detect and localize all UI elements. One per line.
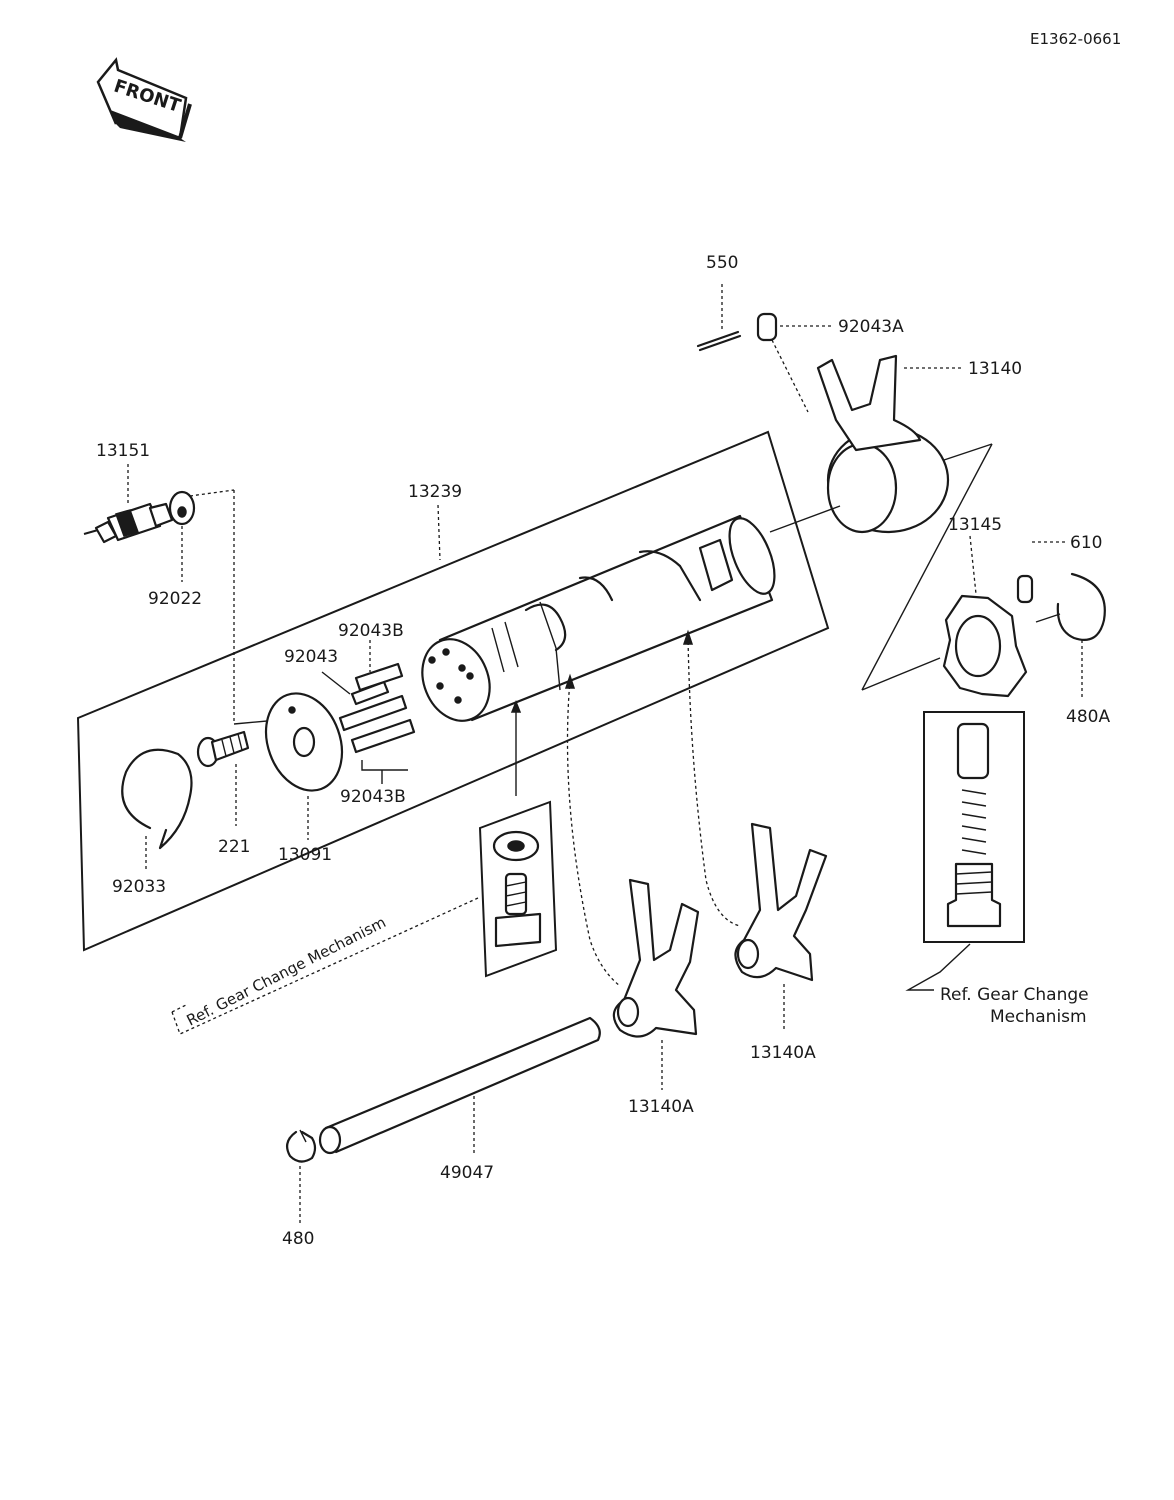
label-92043A: 92043A [838,317,904,337]
label-13140A-right: 13140A [750,1043,816,1063]
shift-drum [421,514,776,722]
ref-left-text: Ref. Gear Change Mechanism [184,913,389,1029]
label-13151: 13151 [96,441,150,461]
cotter-pin-550 [696,330,742,352]
detent-assembly-box-right [923,711,1025,943]
plate-13091 [264,692,344,792]
label-13140A-left: 13140A [628,1097,694,1117]
label-13239: 13239 [408,482,462,502]
label-480: 480 [282,1229,314,1249]
ref-right-line1: Ref. Gear Change [940,985,1089,1005]
label-92033: 92033 [112,877,166,897]
label-92043: 92043 [284,647,338,667]
label-610: 610 [1070,533,1102,553]
label-49047: 49047 [440,1163,494,1183]
label-92043B-bottom: 92043B [340,787,406,807]
shift-fork-13140A-right [734,822,828,982]
circlip-480A [1056,572,1106,641]
shift-fork-13140 [771,339,950,534]
shift-drum-cam-13145 [942,594,1028,698]
front-arrow-icon: FRONT [96,57,192,142]
label-550: 550 [706,253,738,273]
ref-gear-change-left: Ref. Gear Change Mechanism [171,897,479,1035]
bolt-221 [196,730,250,768]
fork-shaft-49047 [318,1016,601,1155]
label-480A: 480A [1066,707,1110,727]
label-13140: 13140 [968,359,1022,379]
neutral-switch-13151 [83,502,174,544]
label-92022: 92022 [148,589,202,609]
drum-assembly-box [76,430,830,952]
pins-92043 [338,662,416,754]
ref-right-line2: Mechanism [990,1007,1087,1027]
pin-92043A [756,312,778,342]
diagram-code: E1362-0661 [1030,30,1121,48]
label-13091: 13091 [278,845,332,865]
detent-assembly-box [478,800,558,978]
circlip-92033 [121,748,193,850]
label-13145: 13145 [948,515,1002,535]
pin-610 [1016,574,1034,604]
shift-fork-13140A-left [612,878,700,1038]
circlip-480 [285,1130,317,1163]
label-221: 221 [218,837,250,857]
label-92043B-top: 92043B [338,621,404,641]
